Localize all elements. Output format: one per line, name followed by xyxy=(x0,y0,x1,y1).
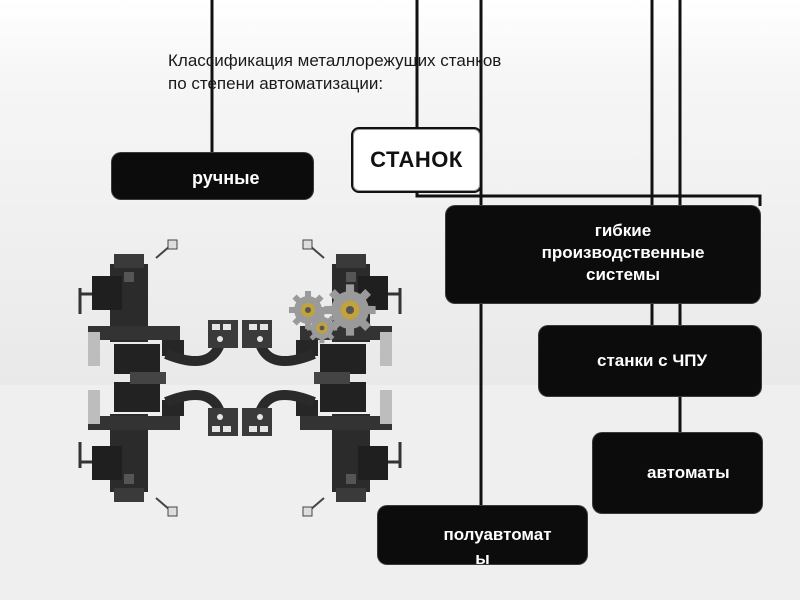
category-manual-label: ручные xyxy=(192,168,260,188)
category-automatic: автоматы xyxy=(593,433,762,513)
connector-root-frame xyxy=(415,0,762,206)
category-semiautomatic-label: полуавтомат ы xyxy=(378,523,587,571)
diagram-title: Классификация металлорежущих станков по … xyxy=(168,49,608,95)
category-semiautomatic: полуавтомат ы xyxy=(378,506,587,568)
machine-bottom-right xyxy=(242,374,400,516)
fms-line-2: производственные xyxy=(541,243,705,262)
machine-top-left xyxy=(80,240,238,382)
machine-tools-illustration xyxy=(60,232,420,522)
fms-line-1: гибкие xyxy=(594,221,652,240)
title-line-2: по степени автоматизации: xyxy=(168,74,384,93)
root-node: СТАНОК xyxy=(351,127,482,193)
title-line-1: Классификация металлорежущих станков xyxy=(168,51,502,70)
category-fms: гибкие производственные системы xyxy=(446,206,760,303)
gear-icon xyxy=(306,312,338,344)
category-fms-label: гибкие производственные системы xyxy=(508,220,738,286)
category-manual: ручные xyxy=(112,153,313,199)
machine-bottom-left xyxy=(80,374,238,516)
fms-line-3: системы xyxy=(585,265,660,284)
category-cnc-label: станки с ЧПУ xyxy=(597,351,708,370)
category-automatic-label: автоматы xyxy=(647,463,730,482)
root-node-label: СТАНОК xyxy=(370,147,463,172)
category-cnc: станки с ЧПУ xyxy=(539,326,761,396)
semi-line-1: полуавтомат xyxy=(443,525,552,544)
semi-line-2: ы xyxy=(475,549,490,568)
